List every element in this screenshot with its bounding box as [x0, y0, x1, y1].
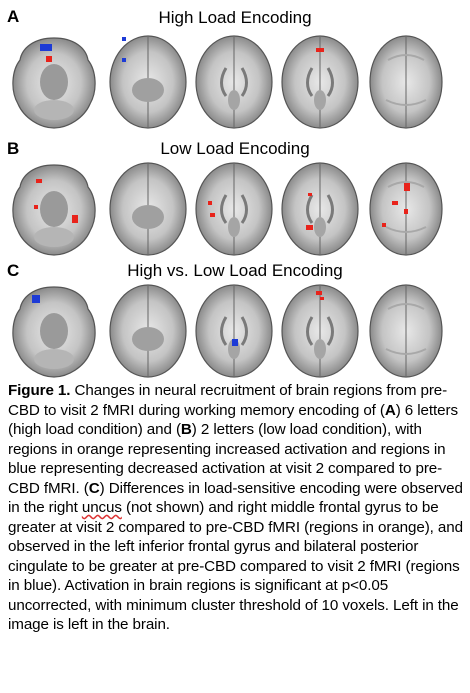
brain-slice-3 — [195, 35, 273, 129]
brain-slice-5 — [369, 284, 443, 378]
activation-cluster — [72, 215, 78, 223]
activation-cluster — [382, 223, 386, 227]
brain-slice-4 — [281, 284, 359, 378]
activation-cluster — [122, 37, 126, 41]
activation-cluster — [46, 56, 52, 62]
activation-cluster — [210, 213, 215, 217]
activation-cluster — [40, 44, 52, 51]
brain-slice-4 — [281, 162, 359, 256]
brain-row-c — [0, 279, 470, 379]
activation-cluster — [316, 48, 324, 52]
activation-cluster — [208, 201, 212, 205]
activation-cluster — [320, 297, 324, 300]
brain-slice-1 — [12, 286, 96, 378]
panel-letter-b: B — [7, 139, 20, 158]
activation-cluster — [404, 209, 408, 214]
panel-letter-c: C — [7, 261, 20, 280]
panel-title-a: High Load Encoding — [158, 8, 312, 27]
brain-slice-2 — [109, 284, 187, 378]
activation-cluster — [122, 58, 126, 62]
brain-slice-1 — [12, 164, 96, 256]
brain-slice-1 — [12, 37, 96, 129]
panel-title-b: Low Load Encoding — [160, 139, 310, 158]
activation-cluster — [34, 205, 38, 209]
activation-cluster — [404, 183, 410, 191]
activation-cluster — [232, 339, 238, 346]
activation-cluster — [306, 225, 313, 230]
panel-letter-a: A — [7, 7, 20, 26]
brain-row-b — [0, 157, 470, 257]
activation-cluster — [316, 291, 322, 295]
brain-slice-3 — [195, 284, 273, 378]
brain-slice-2 — [109, 162, 187, 256]
figure-caption: Figure 1. Changes in neural recruitment … — [8, 382, 463, 633]
brain-slice-5 — [369, 162, 443, 256]
figure-label: Figure 1. — [8, 382, 71, 399]
activation-cluster — [308, 193, 312, 196]
activation-cluster — [36, 179, 42, 183]
brain-slice-3 — [195, 162, 273, 256]
panel-title-c: High vs. Low Load Encoding — [127, 261, 343, 280]
activation-cluster — [392, 201, 398, 205]
activation-cluster — [32, 295, 40, 303]
brain-slice-5 — [369, 35, 443, 129]
brain-slice-2 — [109, 35, 187, 129]
brain-row-a — [0, 30, 470, 130]
brain-slice-4 — [281, 35, 359, 129]
